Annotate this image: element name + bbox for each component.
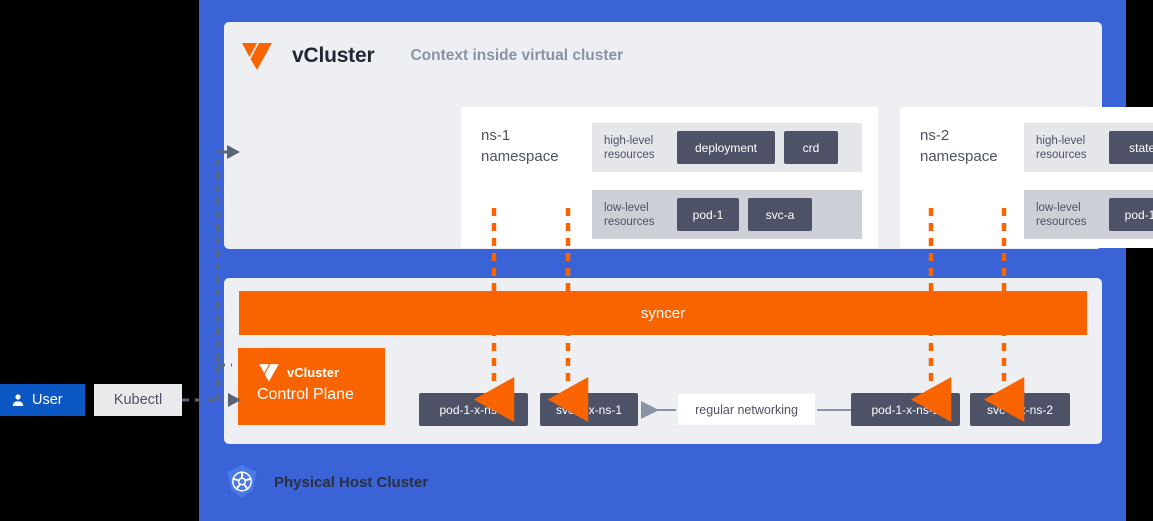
- resource-chip-svc-a-ns-1[interactable]: svc-a: [748, 198, 812, 231]
- syncer-label: syncer: [640, 304, 686, 322]
- host-chip-pod-1-x-ns-2[interactable]: pod-1-x-ns-2: [851, 393, 960, 426]
- resource-row-label: low-level resources: [1036, 201, 1087, 228]
- footer-label: Physical Host Cluster: [274, 473, 429, 491]
- resource-chip-pod-1-ns-2[interactable]: pod-1: [1109, 198, 1153, 231]
- control-plane-header: vCluster: [258, 362, 339, 383]
- resource-chip-deployment[interactable]: deployment: [677, 131, 775, 164]
- resource-row-low-level-ns-2: low-level resources pod-1 svc-a: [1024, 190, 1153, 239]
- host-chip-svc-a-x-ns-2[interactable]: svc-a-x-ns-2: [970, 393, 1070, 426]
- user-box[interactable]: User: [0, 384, 85, 416]
- namespace-card-ns-2: ns-2 namespace high-level resources stat…: [900, 107, 1153, 248]
- virtual-cluster-header: vCluster Context inside virtual cluster: [240, 40, 623, 72]
- namespace-title-ns-2: ns-2 namespace: [920, 127, 998, 165]
- resource-row-high-level-ns-1: high-level resources deployment crd: [592, 123, 862, 172]
- control-plane-title: Control Plane: [257, 386, 354, 403]
- physical-host-cluster-footer: Physical Host Cluster: [224, 464, 428, 500]
- vcluster-brand-label: vCluster: [292, 44, 375, 67]
- namespace-card-ns-1: ns-1 namespace high-level resources depl…: [461, 107, 878, 248]
- vcluster-logo-icon: [240, 40, 274, 72]
- regular-networking-label: regular networking: [678, 394, 815, 425]
- user-icon: [11, 393, 25, 407]
- kubernetes-helm-icon: [224, 464, 260, 500]
- resource-row-low-level-ns-1: low-level resources pod-1 svc-a: [592, 190, 862, 239]
- kubectl-box[interactable]: Kubectl: [94, 384, 182, 416]
- syncer-bar[interactable]: syncer: [239, 291, 1087, 335]
- resource-chip-pod-1-ns-1[interactable]: pod-1: [677, 198, 739, 231]
- host-chip-pod-1-x-ns-1[interactable]: pod-1-x-ns-1: [419, 393, 528, 426]
- host-chip-svc-a-x-ns-1[interactable]: svc-a-x-ns-1: [540, 393, 638, 426]
- user-label: User: [32, 392, 63, 408]
- resource-row-label: high-level resources: [1036, 134, 1087, 161]
- kubectl-label: Kubectl: [113, 392, 163, 408]
- resource-row-label: low-level resources: [604, 201, 655, 228]
- resource-row-label: high-level resources: [604, 134, 655, 161]
- resource-chip-statefulset[interactable]: statefulset: [1109, 131, 1153, 164]
- virtual-cluster-context-label: Context inside virtual cluster: [410, 47, 624, 64]
- vcluster-control-plane-box[interactable]: vCluster Control Plane: [238, 348, 385, 425]
- virtual-cluster-card: vCluster Context inside virtual cluster …: [224, 22, 1153, 249]
- resource-row-high-level-ns-2: high-level resources statefulset job: [1024, 123, 1153, 172]
- namespace-title-ns-1: ns-1 namespace: [481, 127, 559, 165]
- resource-chip-crd[interactable]: crd: [784, 131, 838, 164]
- vcluster-logo-white-icon: [258, 362, 280, 383]
- control-plane-brand-label: vCluster: [287, 365, 340, 380]
